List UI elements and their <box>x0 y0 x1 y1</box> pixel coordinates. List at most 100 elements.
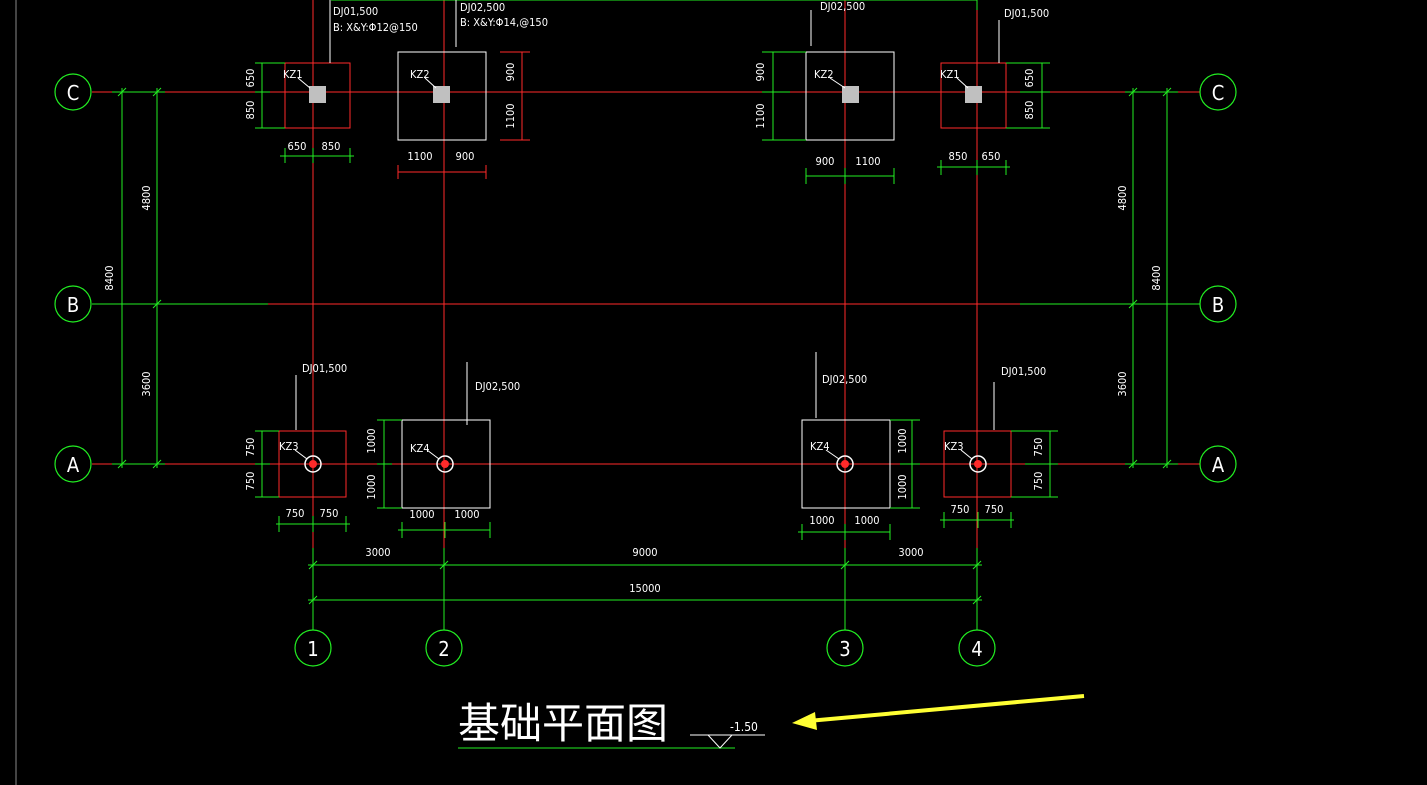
column-label: KZ2 <box>814 68 834 81</box>
column-square <box>965 86 982 103</box>
column-label: KZ4 <box>810 440 830 453</box>
grid-bubble-a-right <box>1199 445 1237 483</box>
dim-right-8400: 8400 <box>1150 265 1163 290</box>
dim-left-3600: 3600 <box>140 371 153 396</box>
svg-text:900: 900 <box>504 63 517 82</box>
drawing-title: 基础平面图 <box>458 699 668 748</box>
grid-label-2: 2 <box>438 637 449 661</box>
column-label: KZ2 <box>410 68 430 81</box>
dim-left-8400: 8400 <box>103 265 116 290</box>
column-label: KZ3 <box>279 440 299 453</box>
column-square <box>433 86 450 103</box>
svg-text:750: 750 <box>286 507 305 520</box>
column-label: KZ3 <box>944 440 964 453</box>
footing-outline <box>401 419 491 509</box>
elevation-value: -1.50 <box>730 720 758 734</box>
footing-c1[interactable]: KZ1 DJ01,500 B: X&Y:Φ12@150 650 850 650 … <box>244 0 418 163</box>
grid-bubble-b-left <box>54 285 92 323</box>
svg-text:1100: 1100 <box>754 103 767 128</box>
grid-bubble-b-right <box>1199 285 1237 323</box>
footing-outline <box>284 62 351 129</box>
footing-outline <box>943 430 1012 498</box>
footing-outline <box>940 62 1007 129</box>
grid-bubble-4 <box>958 629 996 667</box>
svg-text:1000: 1000 <box>896 474 909 499</box>
svg-text:1000: 1000 <box>809 514 834 527</box>
svg-text:1100: 1100 <box>855 155 880 168</box>
footing-outline <box>278 430 347 498</box>
svg-text:900: 900 <box>456 150 475 163</box>
footing-label: DJ01,500 <box>302 362 347 375</box>
svg-text:650: 650 <box>1023 69 1036 88</box>
grid-label-c-left: C <box>67 81 80 105</box>
footing-c4[interactable]: KZ1 DJ01,500 850 650 650 850 <box>937 7 1050 175</box>
grid-label-a-right: A <box>1212 453 1225 477</box>
svg-text:750: 750 <box>320 507 339 520</box>
svg-text:650: 650 <box>982 150 1001 163</box>
grid-label-4: 4 <box>971 637 982 661</box>
svg-text:650: 650 <box>244 69 257 88</box>
svg-text:1000: 1000 <box>454 508 479 521</box>
svg-text:750: 750 <box>985 503 1004 516</box>
footing-label: DJ01,500 <box>333 5 378 18</box>
svg-text:750: 750 <box>951 503 970 516</box>
svg-text:750: 750 <box>1032 472 1045 491</box>
grid-label-1: 1 <box>307 637 318 661</box>
svg-text:750: 750 <box>1032 438 1045 457</box>
dim-left-4800: 4800 <box>140 185 153 210</box>
grid-bubble-2 <box>425 629 463 667</box>
footing-a3[interactable]: KZ4 DJ02,500 1000 1000 1000 1000 <box>798 352 920 540</box>
svg-text:850: 850 <box>1023 101 1036 120</box>
axis-extensions <box>92 0 1200 630</box>
column-square <box>842 86 859 103</box>
footing-rebar: B: X&Y:Φ12@150 <box>333 21 418 34</box>
footing-c3[interactable]: KZ2 DJ02,500 900 1100 900 1100 <box>754 0 895 184</box>
footing-a1[interactable]: KZ3 DJ01,500 750 750 750 750 <box>244 362 350 532</box>
column-circle <box>436 455 454 473</box>
footing-c2[interactable]: KZ2 DJ02,500 B: X&Y:Φ14,@150 1100 900 90… <box>397 0 548 179</box>
dim-right-4800: 4800 <box>1116 185 1129 210</box>
grid-label-b-right: B <box>1212 293 1224 317</box>
svg-text:850: 850 <box>949 150 968 163</box>
column-label: KZ4 <box>410 442 430 455</box>
overall-dimension-labels: 8400 4800 3600 8400 4800 3600 3000 9000 … <box>103 185 1163 595</box>
footing-outline <box>805 51 895 141</box>
dim-span-1-2: 3000 <box>365 546 390 559</box>
dim-right-3600: 3600 <box>1116 371 1129 396</box>
footing-label: DJ01,500 <box>1004 7 1049 20</box>
column-circle <box>836 455 854 473</box>
grid-label-3: 3 <box>839 637 850 661</box>
footing-outline <box>397 51 487 141</box>
grid-label-c-right: C <box>1212 81 1225 105</box>
grid-bubble-labels: C B A C B A 1 2 3 4 <box>67 81 1225 661</box>
column-circle <box>969 455 987 473</box>
elevation-triangle-icon <box>707 734 733 749</box>
footing-a4[interactable]: KZ3 DJ01,500 750 750 750 750 <box>940 365 1058 528</box>
column-label: KZ1 <box>283 68 303 81</box>
svg-text:850: 850 <box>322 140 341 153</box>
drawing-title-block: 基础平面图 -1.50 <box>458 699 765 749</box>
annotation-arrow-icon <box>792 694 1085 730</box>
column-square <box>309 86 326 103</box>
column-label: KZ1 <box>940 68 960 81</box>
svg-text:850: 850 <box>244 101 257 120</box>
svg-text:1000: 1000 <box>365 474 378 499</box>
grid-bubble-3 <box>826 629 864 667</box>
svg-text:1000: 1000 <box>365 428 378 453</box>
svg-text:750: 750 <box>244 472 257 491</box>
svg-text:1000: 1000 <box>854 514 879 527</box>
dim-total: 15000 <box>629 582 660 595</box>
svg-text:650: 650 <box>288 140 307 153</box>
dim-span-2-3: 9000 <box>632 546 657 559</box>
grid-bubbles <box>54 73 1237 667</box>
footing-rebar: B: X&Y:Φ14,@150 <box>460 16 548 29</box>
footing-outline <box>801 419 891 509</box>
grid-label-b-left: B <box>67 293 79 317</box>
grid-label-a-left: A <box>67 453 80 477</box>
grid-bubble-a-left <box>54 445 92 483</box>
svg-text:900: 900 <box>754 63 767 82</box>
svg-text:1000: 1000 <box>896 428 909 453</box>
overall-dimensions <box>112 87 1178 605</box>
footing-a2[interactable]: KZ4 DJ02,500 1000 1000 1000 1000 <box>365 362 520 538</box>
